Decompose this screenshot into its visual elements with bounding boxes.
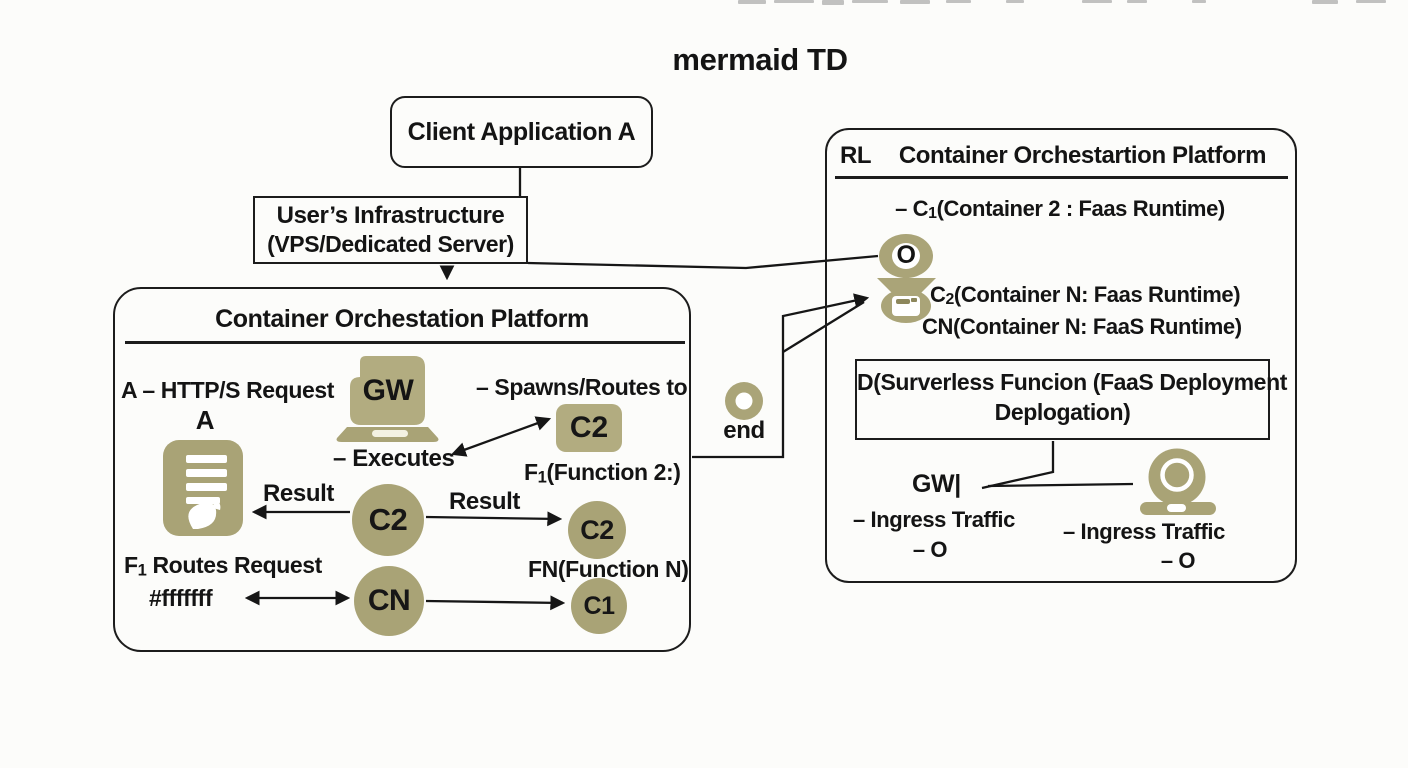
c1-runtime-line: – C1(Container 2 : Faas Runtime): [895, 196, 1225, 223]
client-app-node: Client Application A: [390, 96, 653, 168]
right-panel: [825, 128, 1297, 583]
c2-mid-label: C2: [368, 502, 408, 537]
end-state-icon: [725, 382, 763, 420]
o-node-label: O: [896, 241, 916, 269]
left-panel-title: Container Orchestation Platform: [215, 305, 589, 333]
hash-label: #fffffff: [149, 585, 213, 611]
f1-routes-label: F1 Routes Request: [124, 552, 322, 580]
right-panel-title-rule: [835, 176, 1288, 179]
page-title: mermaid TD: [672, 42, 848, 77]
user-infra-node: User’s Infrastructure (VPS/Dedicated Ser…: [253, 196, 528, 264]
edge-c2-to-c2: [425, 511, 563, 527]
result-left-label: Result: [263, 480, 334, 507]
ingress-right-label: – Ingress Traffic: [1063, 519, 1225, 544]
user-infra-line2: (VPS/Dedicated Server): [267, 231, 514, 257]
result-right-label: Result: [449, 488, 520, 515]
gw-label: GW|: [912, 470, 961, 498]
c2-right-label: C2: [580, 514, 614, 545]
c2-box-node: C2: [556, 404, 622, 452]
user-infra-line1: User’s Infrastructure: [276, 202, 505, 229]
c2-runtime-line: C2(Container N: Faas Runtime): [930, 282, 1241, 309]
fn-function-label: FN(Function N): [528, 556, 689, 582]
gw-icon-label: GW: [362, 374, 414, 407]
executes-label: – Executes: [333, 445, 455, 472]
spawns-label: – Spawns/Routes to: [476, 374, 688, 400]
a-label: A: [195, 405, 215, 435]
d-box-line1: D(Surverless Funcion (FaaS Deployment: [857, 369, 1287, 395]
c1-circle: C1: [571, 578, 627, 634]
end-label: end: [723, 417, 765, 444]
edge-branch-to-printer: [782, 301, 865, 353]
c2-right-circle: C2: [568, 501, 626, 559]
edge-cn-to-c1: [425, 595, 566, 611]
edge-infra-to-o-node: [527, 254, 879, 270]
d-box-node: D(Surverless Funcion (FaaS Deployment De…: [855, 359, 1287, 440]
c1-label: C1: [583, 591, 615, 620]
right-panel-title: Container Orchestartion Platform: [898, 142, 1267, 169]
edge-executes-c2: [450, 416, 552, 457]
cn-label: CN: [367, 584, 411, 617]
right-panel-corner-label: RL: [840, 142, 872, 169]
c2-mid-circle: C2: [352, 484, 424, 556]
d-box-line2: Deplogation): [994, 399, 1131, 425]
c2-box-label: C2: [569, 411, 609, 444]
o-right-label: – O: [1160, 548, 1196, 573]
http-request-label: A – HTTP/S Request: [121, 377, 335, 403]
printer-icon: [877, 278, 936, 323]
o-left-label: – O: [912, 537, 948, 562]
webcam-icon: [1140, 448, 1216, 515]
left-panel: [113, 287, 691, 652]
client-app-label: Client Application A: [407, 117, 636, 146]
o-node-icon: [879, 234, 933, 278]
f1-function-label: F1(Function 2:): [524, 459, 681, 487]
cn-runtime-line: CN(Container N: FaaS Runtime): [922, 314, 1242, 339]
cn-circle: CN: [354, 566, 424, 636]
left-panel-title-rule: [125, 341, 685, 344]
ingress-left-label: – Ingress Traffic: [853, 507, 1015, 532]
edge-dbox-to-gw: [981, 441, 1055, 490]
gateway-laptop-icon: [336, 356, 439, 442]
edge-gw-to-webcam: [987, 482, 1134, 488]
document-list-icon: [163, 440, 243, 536]
